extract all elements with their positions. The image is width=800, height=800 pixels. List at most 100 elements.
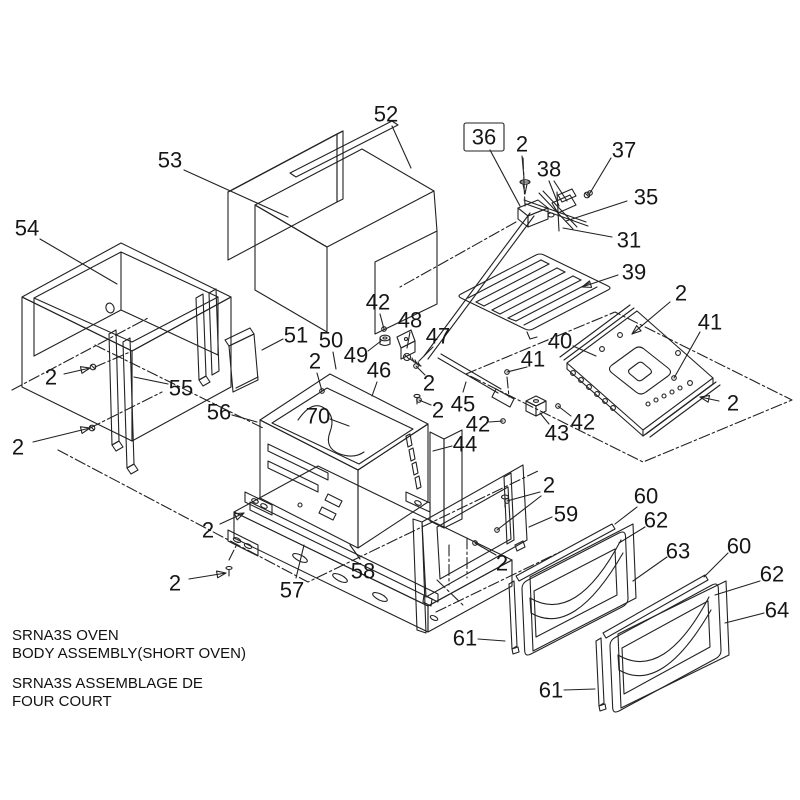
- rod-45: [437, 353, 515, 408]
- part-label-39-9: 39: [622, 260, 646, 285]
- front-rail-58: [249, 501, 439, 603]
- leader-line-44: [432, 445, 453, 452]
- leader-arrowhead: [581, 280, 593, 288]
- bracket-48: [396, 329, 416, 360]
- leader-line-58: [349, 544, 361, 560]
- part-label-62-46: 62: [760, 562, 784, 587]
- part-number-text: 52: [374, 102, 398, 127]
- part-label-56-22: 56: [207, 400, 231, 425]
- leader-line-38: [548, 180, 560, 207]
- leader-line-31: [562, 227, 613, 238]
- leader-line-56: [231, 414, 258, 423]
- part-number-text: 41: [698, 310, 722, 335]
- part-number-text: 41: [521, 347, 545, 372]
- part-label-48-14: 48: [398, 308, 422, 333]
- leader-dot: [319, 388, 325, 394]
- part-label-57-37: 57: [280, 578, 304, 603]
- leader-dot: [500, 418, 506, 424]
- part-number-text: 36: [472, 125, 496, 150]
- leader-line-2: [631, 301, 671, 335]
- leader-arrowhead: [79, 366, 91, 374]
- leader-line-59: [528, 516, 553, 528]
- leader-line-2: [496, 495, 542, 531]
- part-number-text: 40: [548, 329, 572, 354]
- part-label-2-36: 2: [169, 571, 181, 596]
- leader-dot: [671, 375, 677, 381]
- part-number-text: 62: [644, 508, 668, 533]
- leader-line-45: [462, 381, 467, 393]
- leader-line-53: [183, 169, 289, 218]
- leader-line-54: [39, 238, 118, 285]
- part-label-64-47: 64: [765, 598, 789, 623]
- valve-cluster: [517, 179, 591, 232]
- part-number-text: 2: [727, 391, 739, 416]
- part-label-42-13: 42: [366, 290, 390, 315]
- leader-line-2: [32, 427, 91, 443]
- part-number-text: 60: [727, 534, 751, 559]
- part-label-41-11: 41: [698, 310, 722, 335]
- heating-element-39: [458, 253, 611, 340]
- part-label-46-20: 46: [367, 358, 391, 383]
- hinge-strip-61b: [595, 637, 605, 707]
- part-number-text: 57: [280, 578, 304, 603]
- part-label-2-23: 2: [423, 371, 435, 396]
- part-number-text: 38: [537, 157, 561, 182]
- leader-line-57: [295, 544, 305, 579]
- leader-line-2: [188, 572, 227, 580]
- leader-dot: [381, 326, 387, 332]
- part-number-text: 2: [496, 551, 508, 576]
- title-line-2: BODY ASSEMBLY(SHORT OVEN): [12, 645, 246, 662]
- side-panel-box-54: [21, 242, 232, 442]
- door-window-62b: [621, 600, 711, 695]
- leader-arrowhead: [699, 394, 711, 403]
- title-line-1: SRNA3S OVEN: [12, 627, 119, 644]
- part-label-61-48: 61: [453, 626, 477, 651]
- part-number-text: 44: [453, 432, 477, 457]
- part-number-text: 2: [309, 349, 321, 374]
- part-number-text: 50: [319, 328, 343, 353]
- part-number-text: 2: [423, 371, 435, 396]
- part-number-text: 49: [344, 343, 368, 368]
- part-label-2-10: 2: [675, 281, 687, 306]
- part-label-40-12: 40: [548, 329, 572, 354]
- part-number-text: 59: [554, 502, 578, 527]
- part-number-text: 45: [451, 392, 475, 417]
- title-block: SRNA3S OVEN BODY ASSEMBLY(SHORT OVEN) SR…: [12, 627, 246, 710]
- leader-lines-layer: [32, 125, 765, 691]
- part-number-text: 61: [539, 678, 563, 703]
- part-label-35-7: 35: [634, 185, 658, 210]
- part-number-text: 47: [426, 324, 450, 349]
- bracket-51: [224, 327, 259, 393]
- part-number-text: 64: [765, 598, 789, 623]
- part-label-70-21: 70: [306, 404, 330, 429]
- part-label-38-5: 38: [537, 157, 561, 182]
- part-number-text: 53: [158, 148, 182, 173]
- oven-door-64: [595, 574, 730, 713]
- part-label-43-28: 43: [545, 421, 569, 446]
- inner-door-frame-59: [412, 464, 528, 634]
- part-label-31-8: 31: [617, 228, 641, 253]
- part-number-text: 60: [634, 484, 658, 509]
- part-number-text: 35: [634, 185, 658, 210]
- oven-cavity-box-46: [244, 373, 431, 549]
- part-label-42-27: 42: [466, 412, 490, 437]
- leader-line-61: [563, 688, 596, 691]
- part-label-2-40: 2: [543, 473, 555, 498]
- leader-line-2: [699, 396, 720, 402]
- part-number-text: 42: [366, 290, 390, 315]
- part-number-text: 2: [543, 473, 555, 498]
- leader-line-2: [521, 155, 525, 179]
- part-label-51-17: 51: [284, 323, 308, 348]
- part-number-text: 70: [306, 404, 330, 429]
- leader-line-35: [565, 200, 628, 222]
- leader-line-55: [133, 376, 169, 385]
- part-number-text: 2: [675, 281, 687, 306]
- part-number-text: 42: [571, 410, 595, 435]
- leader-line-47: [418, 346, 434, 362]
- part-label-53-1: 53: [158, 148, 182, 173]
- leader-line-60: [703, 552, 729, 578]
- leader-arrowhead: [79, 426, 91, 434]
- leader-line-46: [371, 381, 378, 397]
